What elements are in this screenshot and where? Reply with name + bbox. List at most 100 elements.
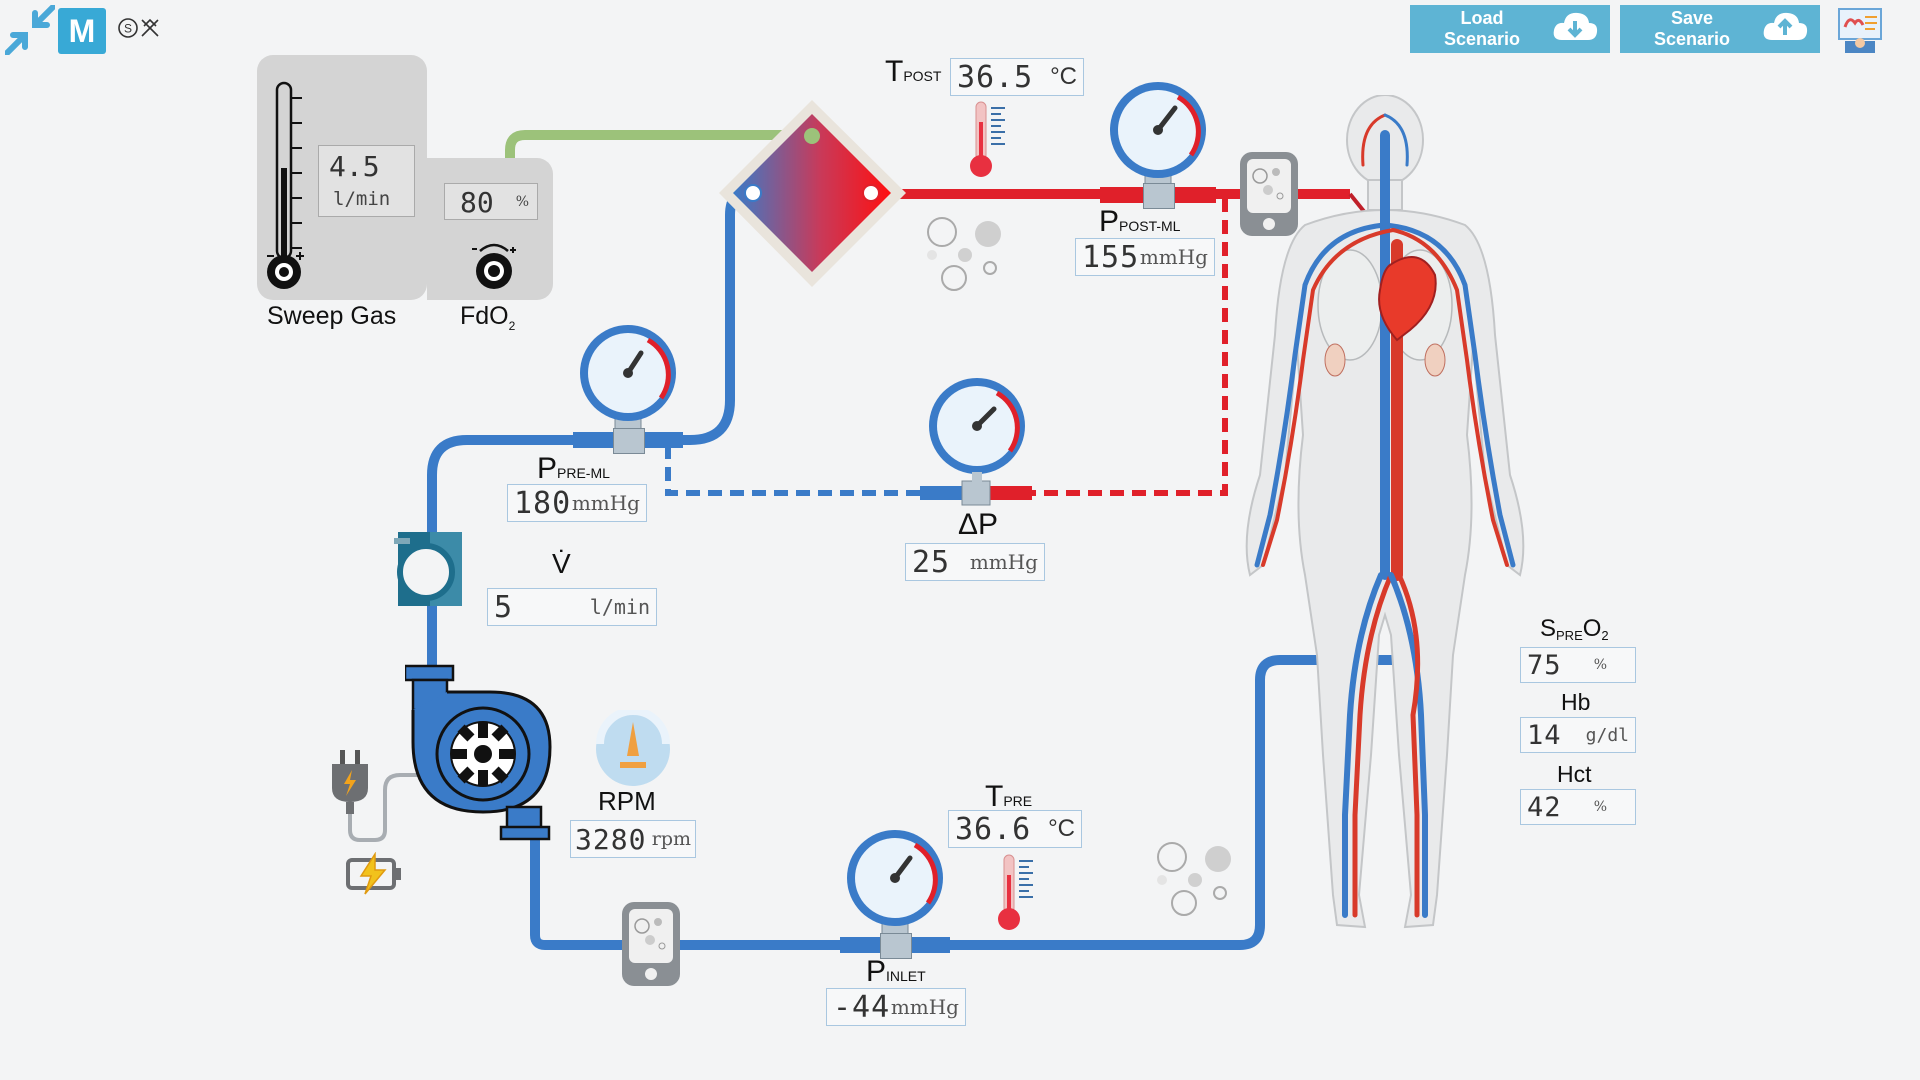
p-inlet-label-main: P [866,955,887,988]
rpm-unit: rpm [651,828,691,850]
hb-unit: g/dl [1585,724,1629,746]
delta-p-unit: mmHg [969,550,1038,574]
spre-o2-value: 75 [1527,649,1562,681]
presentation-icon[interactable] [1835,5,1885,55]
sweep-gas-line [505,130,817,170]
p-pre-ml-label: PPRE-ML [537,452,610,486]
sweep-gas-label: Sweep Gas [267,302,397,330]
t-post-label-main: T [885,55,904,88]
rpm-readout[interactable]: 3280 rpm [570,820,696,858]
p-post-ml-value: 155 [1082,239,1140,275]
delta-p-line-blue [665,445,935,496]
p-inlet-label-sub: INLET [886,968,926,984]
t-pre-label-sub: PRE [1003,793,1033,809]
svg-text:S: S [124,22,132,36]
collapse-icon[interactable] [4,4,56,56]
centrifugal-pump[interactable] [403,662,555,842]
fdo2-label: FdO2 [460,302,515,333]
t-post-label-sub: POST [903,68,942,84]
patient-circulation-figure [1185,94,1585,945]
power-cable [348,773,420,842]
sound-toggle-icon[interactable]: S [116,16,162,40]
hct-label: Hct [1557,761,1592,787]
sweep-gas-readout[interactable]: 4.5 l/min [318,145,415,217]
p-inlet-label: PINLET [866,955,926,989]
fdo2-label-sub: 2 [508,319,516,333]
thermometer-post-icon [965,100,1011,180]
sweep-gas-unit: l/min [333,188,391,210]
p-pre-ml-readout: 180 mmHg [507,484,647,522]
sweep-gas-value: 4.5 [329,150,380,183]
p-inlet-value: -44 [833,989,891,1025]
cloud-upload-icon [1762,10,1808,49]
delta-p-readout: 25 mmHg [905,543,1045,581]
t-pre-value: 36.6 [955,811,1032,847]
delta-p-value: 25 [912,544,951,580]
bubbles-pre-icon [1150,835,1240,920]
bubble-sensor-inlet [620,900,682,988]
load-scenario-button[interactable]: Load Scenario [1410,5,1610,53]
spre-o2-unit: % [1593,657,1607,673]
spre-o2-label-2: 2 [1601,628,1609,644]
p-post-ml-label-sub: POST-ML [1119,218,1181,234]
t-post-readout: 36.5 °C [950,58,1084,96]
flow-label: V̇ [552,548,571,579]
flow-value: 5 [494,589,514,625]
fdo2-unit: % [515,194,529,210]
t-pre-label-main: T [985,780,1004,813]
load-scenario-label: Load Scenario [1443,8,1521,49]
save-scenario-button[interactable]: Save Scenario [1620,5,1820,53]
t-pre-readout: 36.6 °C [948,810,1082,848]
venous-drainage-tube [530,655,1400,950]
logo-letter: M [68,12,96,49]
app-logo: M [58,8,106,54]
spre-o2-label-o: O [1582,615,1602,642]
flow-unit: l/min [589,595,650,619]
t-post-value: 36.5 [957,59,1034,95]
rpm-value: 3280 [575,822,647,856]
p-pre-ml-label-sub: PRE-ML [557,465,610,481]
t-post-unit: °C [1050,63,1077,90]
fdo2-readout[interactable]: 80 % [444,183,538,220]
rpm-gauge-icon[interactable] [594,707,672,786]
p-inlet-unit: mmHg [890,995,959,1019]
fdo2-value: 80 [460,186,494,219]
p-pre-ml-value: 180 [514,485,572,521]
hb-readout[interactable]: 14 g/dl [1520,717,1636,753]
t-post-label: TPOST [885,55,941,89]
t-pre-unit: °C [1048,815,1075,842]
spre-o2-readout[interactable]: 75 % [1520,647,1636,683]
p-post-ml-label-main: P [1099,205,1120,238]
flowmeter-tube-icon [262,78,322,298]
p-post-ml-label: PPOST-ML [1099,205,1180,239]
t-pre-label: TPRE [985,780,1032,814]
bubble-sensor-post [1238,150,1300,238]
bubbles-post-icon [920,210,1010,295]
hct-value: 42 [1527,791,1562,823]
p-post-ml-unit: mmHg [1139,245,1208,269]
save-scenario-label: Save Scenario [1653,8,1731,49]
battery-icon[interactable] [345,851,403,896]
hb-value: 14 [1527,719,1562,751]
hct-unit: % [1593,799,1607,815]
thermometer-pre-icon [993,853,1039,933]
flow-probe-icon [390,528,472,610]
p-inlet-readout: -44 mmHg [826,988,966,1026]
flow-readout: 5 l/min [487,588,657,626]
hb-label: Hb [1561,689,1591,715]
power-plug-icon[interactable] [328,750,372,816]
hct-readout[interactable]: 42 % [1520,789,1636,825]
p-pre-ml-unit: mmHg [571,491,640,515]
pressure-connector-pre-ml-body [613,428,645,454]
p-post-ml-readout: 155 mmHg [1075,238,1215,276]
fdo2-label-main: FdO [460,302,509,330]
oxygenator[interactable] [715,96,910,291]
fdo2-knob-icon[interactable] [466,237,522,293]
spre-o2-label: SPREO2 [1540,615,1609,643]
spre-o2-label-s: S [1540,615,1557,642]
delta-p-label: ΔP [958,508,999,541]
rpm-label: RPM [598,786,656,816]
pressure-connector-inlet-body [880,933,912,959]
